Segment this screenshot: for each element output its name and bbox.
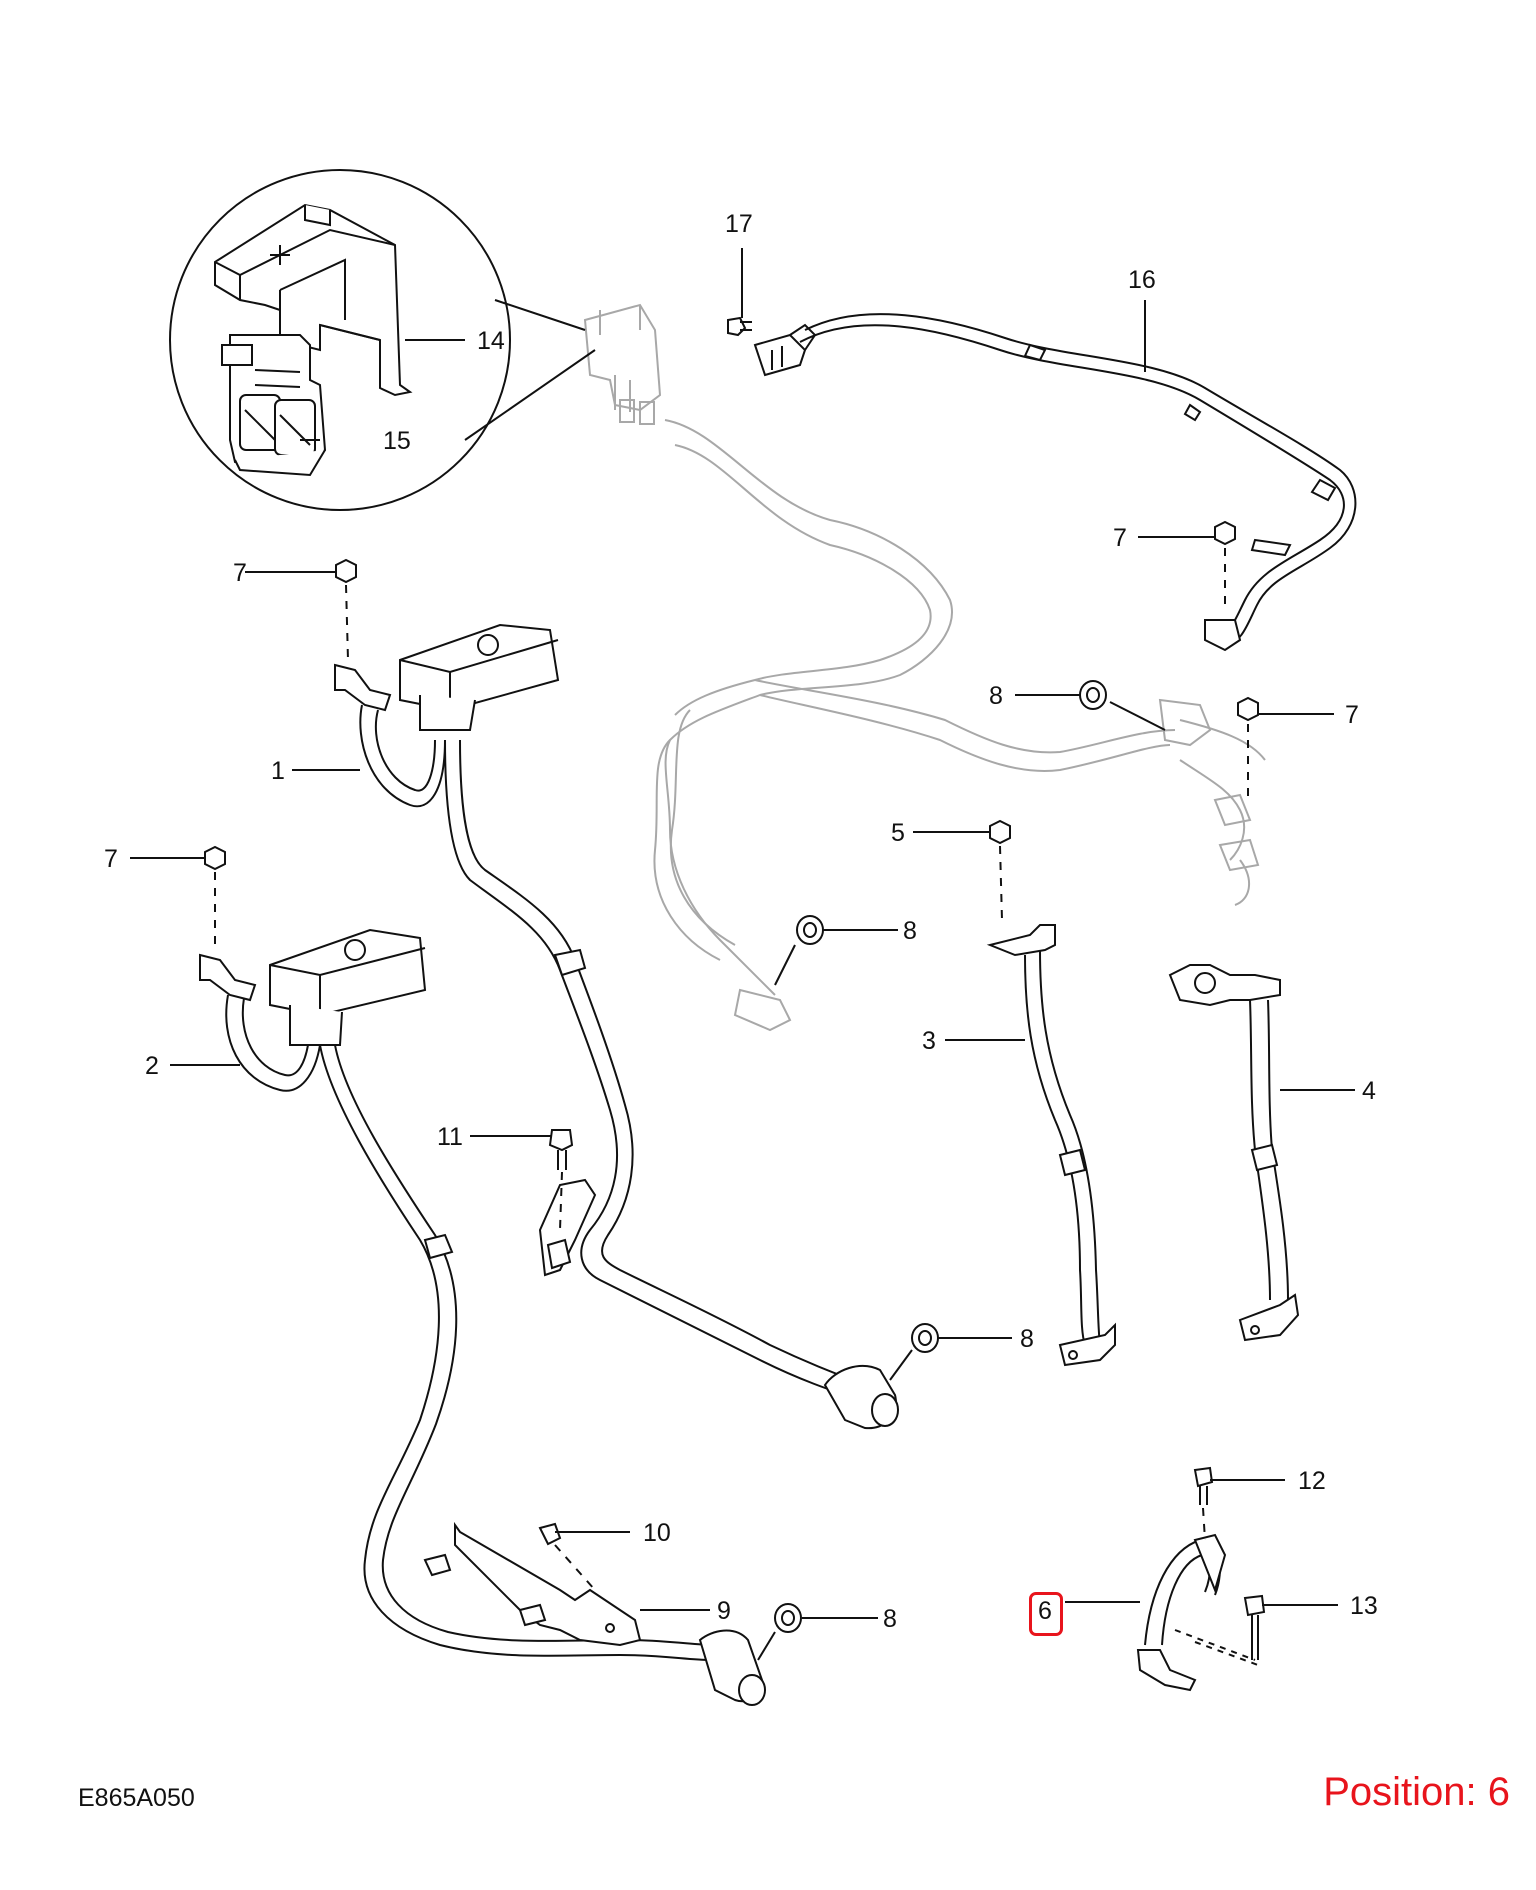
callout-10: 10: [643, 1519, 671, 1547]
callout-13: 13: [1350, 1592, 1378, 1620]
callout-7-cable-2: 7: [104, 845, 118, 873]
callout-2: 2: [145, 1052, 159, 1080]
bracket-11: [538, 1178, 597, 1277]
callout-leaders: [130, 248, 1355, 1619]
ground-strap-6: [1136, 1533, 1259, 1692]
callout-7-right: 7: [1345, 701, 1359, 729]
callout-8-mid: 8: [903, 917, 917, 945]
terminal-block: [221, 334, 327, 477]
fuse-box-cover: [214, 203, 413, 397]
fastener-leaders: [214, 548, 1249, 1591]
cable-4: [1168, 964, 1300, 1342]
nut-to-part-lines: [757, 701, 1166, 1661]
cable-3: [986, 924, 1116, 1367]
callout-3: 3: [922, 1027, 936, 1055]
callout-9: 9: [717, 1597, 731, 1625]
position-highlight-box: [1029, 1592, 1063, 1636]
callout-4: 4: [1362, 1077, 1376, 1105]
callout-8-upper: 8: [989, 682, 1003, 710]
ghost-main-harness: [583, 303, 1266, 1032]
callout-12: 12: [1298, 1467, 1326, 1495]
callout-5: 5: [891, 819, 905, 847]
callout-14: 14: [477, 327, 505, 355]
harness-16: [753, 313, 1357, 652]
callout-16: 16: [1128, 266, 1156, 294]
callout-1: 1: [271, 757, 285, 785]
callout-8-cable-1: 8: [1020, 1325, 1034, 1353]
callout-7-cable-1: 7: [233, 559, 247, 587]
cable-2: [199, 928, 766, 1706]
callout-11: 11: [437, 1123, 463, 1151]
drawing-code: E865A050: [78, 1784, 195, 1812]
callout-17: 17: [725, 210, 753, 238]
callout-7-harness-16: 7: [1113, 524, 1127, 552]
callout-labels: 14 15 17 16 7 7 7 7 8 8 8 8 1 2 3 4 5 6 …: [104, 210, 1378, 1633]
cable-1: [334, 623, 899, 1430]
callout-8-cable-2: 8: [883, 1605, 897, 1633]
callout-6: 6: [1038, 1597, 1052, 1625]
fasteners: [204, 316, 1266, 1660]
detail-inset: [169, 169, 596, 511]
callout-15: 15: [383, 427, 411, 455]
bracket-9: [423, 1521, 642, 1647]
position-indicator: Position: 6: [1323, 1770, 1510, 1814]
